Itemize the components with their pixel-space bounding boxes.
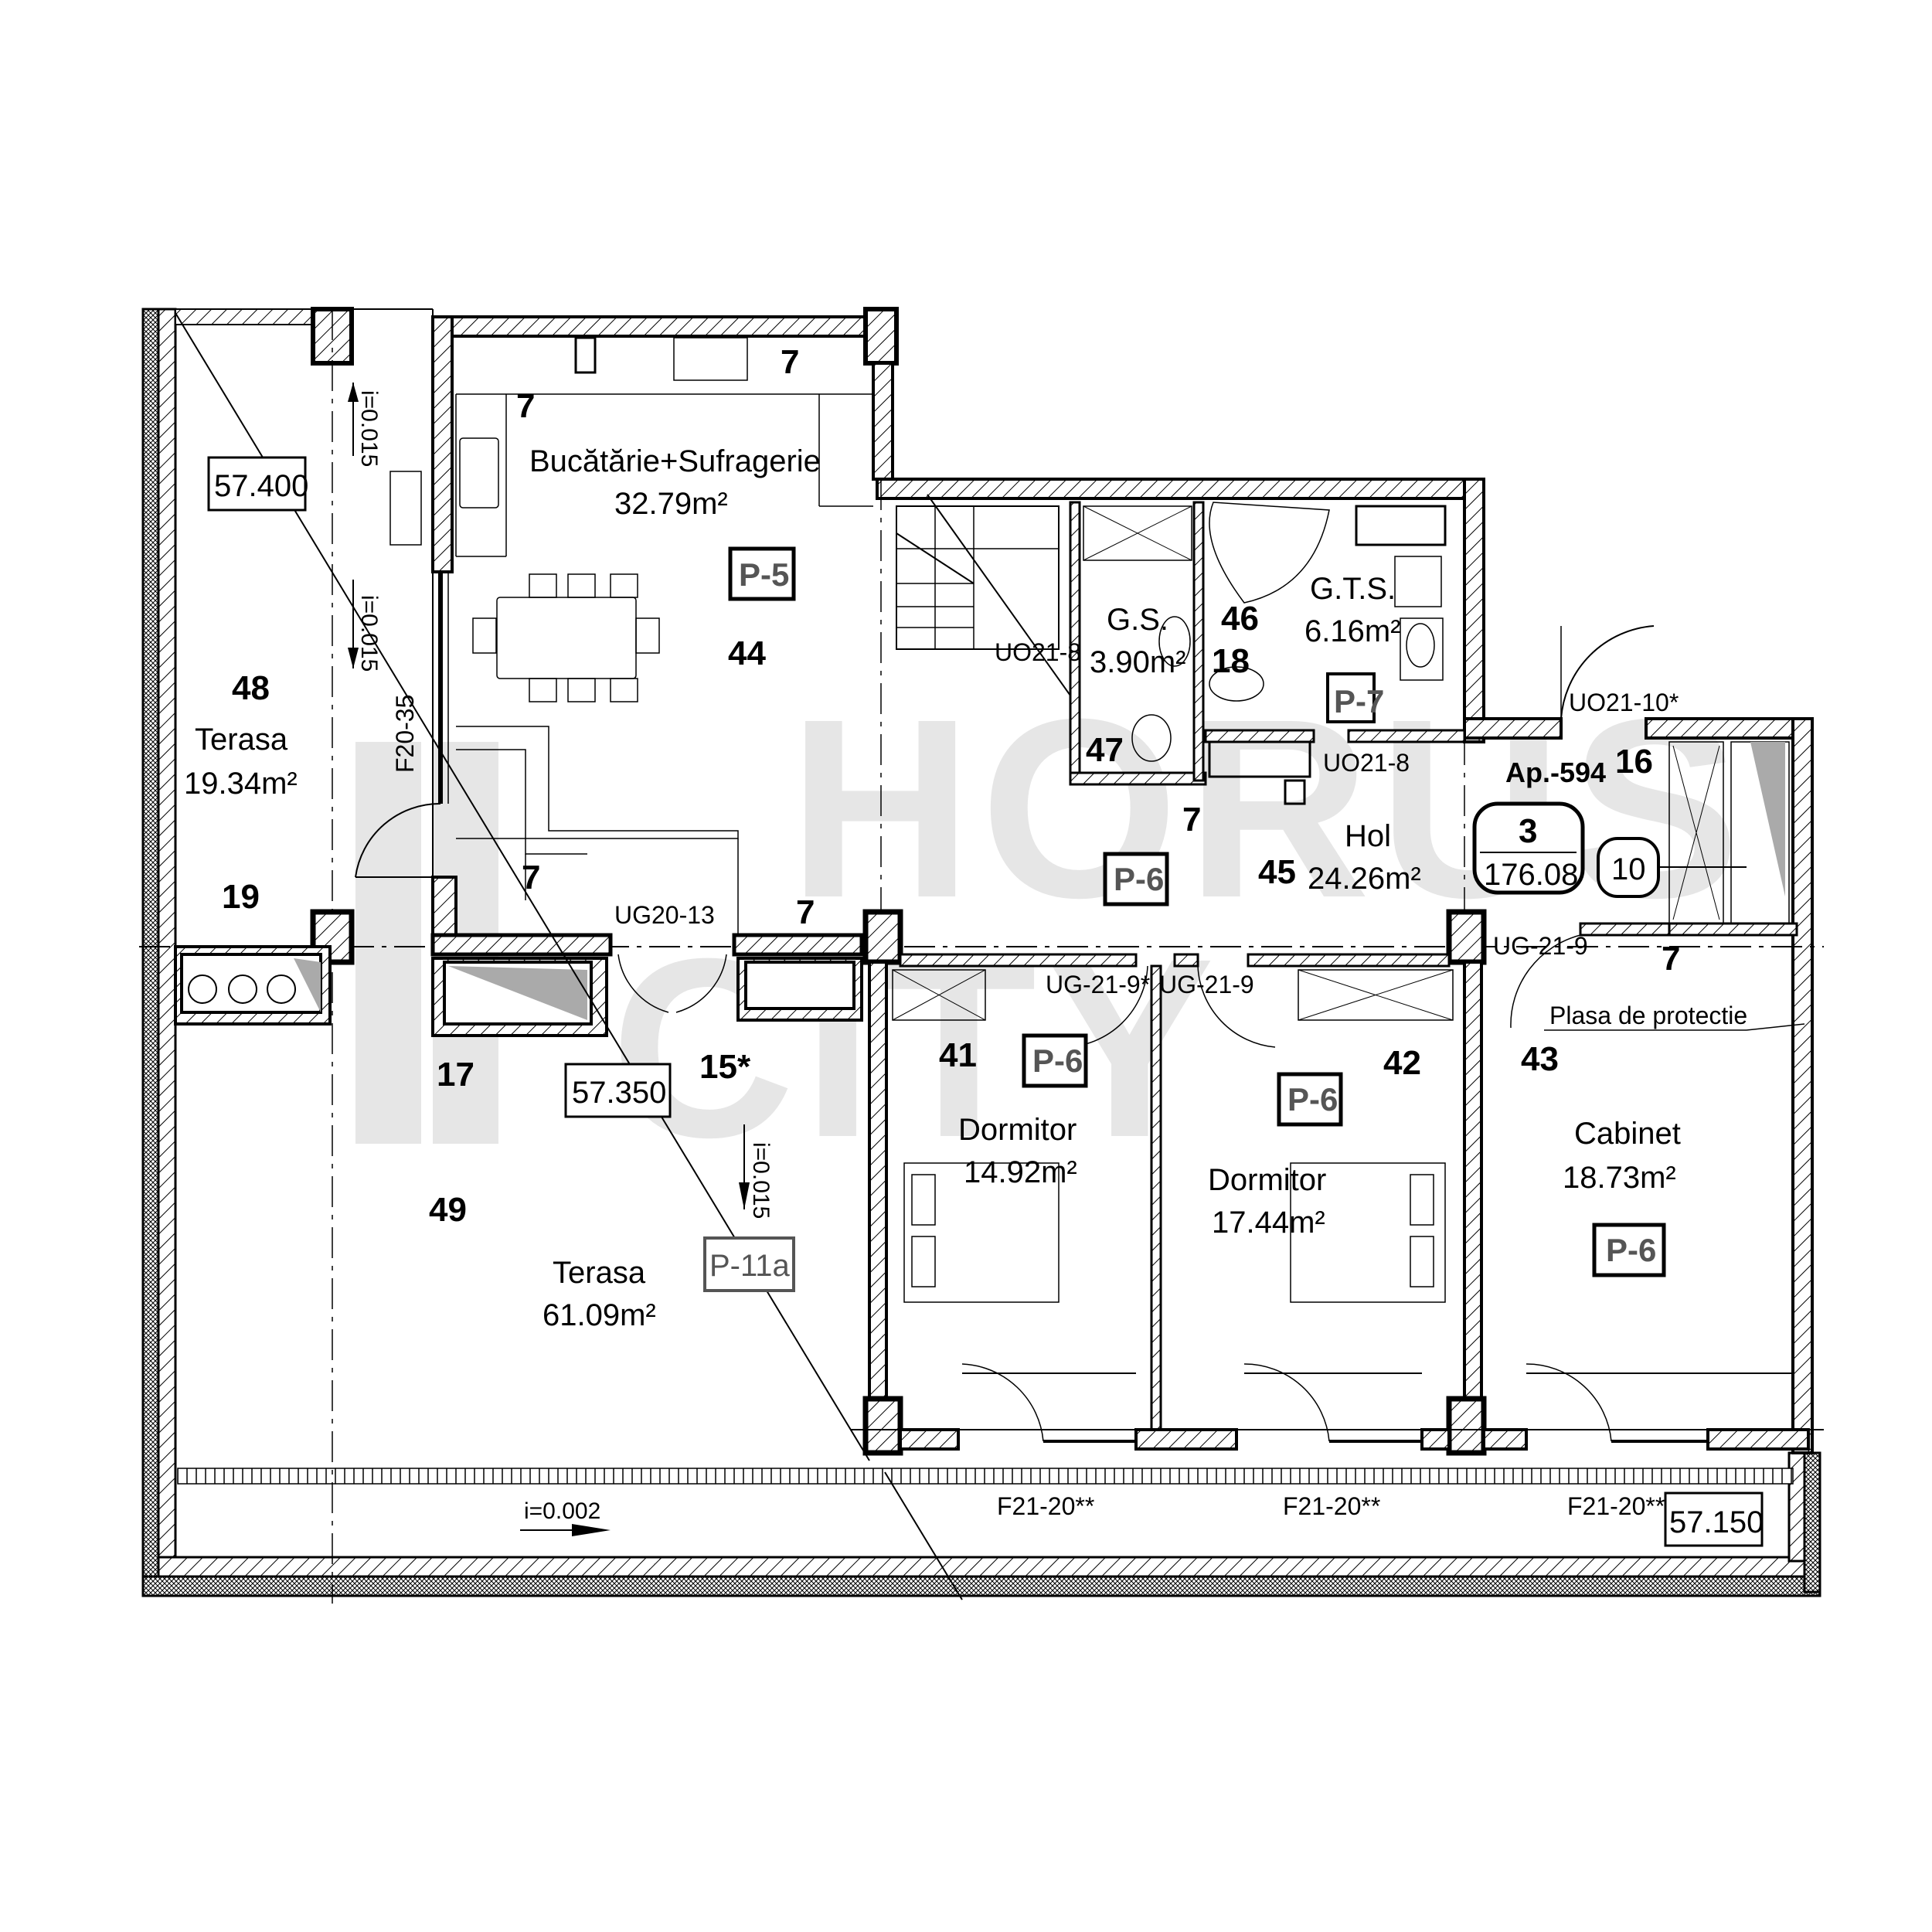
bedroom-walls [310,909,1824,1456]
door-bedroom2: UG-21-9 [1159,971,1254,998]
room-46-finish: P-7 [1334,683,1384,719]
watermark-city: CITY [611,905,1223,1190]
room-46-name: G.T.S. [1310,572,1396,606]
room-43-name: Cabinet [1574,1117,1681,1151]
room-45-id: 45 [1258,853,1296,891]
svg-text:19: 19 [222,878,260,916]
svg-text:18: 18 [1212,642,1250,680]
slope-down-mid: i=0.015 [739,1124,774,1219]
apartment-area: 176.08 [1484,858,1578,892]
window-bedroom2: F21-20** [1283,1492,1380,1520]
note-safety-net: Plasa de protectie [1549,1002,1747,1029]
slope-up-top: i=0.015 [348,383,382,467]
room-49-id: 49 [429,1191,467,1229]
svg-text:7: 7 [1182,801,1201,838]
room-49-finish: P-11a [709,1249,791,1283]
callout-10: 10 [1611,852,1646,886]
window-f20-35: F20-35 [391,695,419,773]
room-42-area: 17.44m² [1212,1206,1325,1240]
room-47-area: 3.90m² [1090,645,1186,679]
room-42-finish: P-6 [1287,1081,1338,1117]
level-57400: 57.400 [214,469,308,503]
svg-text:17: 17 [437,1056,474,1094]
door-gts: UO21-8 [1323,749,1410,777]
watermark: HORUS CITY [355,665,1748,1190]
svg-text:i=0.015: i=0.015 [356,390,382,467]
door-bedroom1: UG-21-9* [1046,971,1150,998]
room-46-area: 6.16m² [1304,614,1401,648]
svg-text:16: 16 [1615,743,1653,781]
window-cabinet: F21-20** [1567,1492,1665,1520]
room-48-name: Terasa [195,723,288,757]
room-48-area: 19.34m² [184,767,298,801]
outer-walls [141,307,1821,1597]
door-entrance: UO21-10* [1569,689,1679,716]
svg-text:7: 7 [781,343,799,381]
level-57350: 57.350 [572,1076,666,1110]
room-43-id: 43 [1521,1040,1559,1078]
room-45-finish: P-6 [1114,861,1164,897]
door-gs: UO21-8 [995,638,1081,666]
room-45-area: 24.26m² [1308,862,1421,896]
room-41-name: Dormitor [958,1113,1077,1147]
slope-bottom: i=0.002 [520,1498,611,1536]
door-ug20-13: UG20-13 [614,901,715,929]
slope-down-top: i=0.015 [348,580,382,672]
room-46-id: 46 [1221,600,1259,638]
door-cabinet: UG-21-9 [1493,932,1588,960]
svg-text:i=0.002: i=0.002 [524,1498,600,1524]
room-41-area: 14.92m² [964,1155,1077,1189]
room-44-finish: P-5 [739,556,789,593]
svg-text:i=0.015: i=0.015 [356,595,382,672]
room-44-name: Bucătărie+Sufragerie [529,444,821,478]
room-45-name: Hol [1345,819,1391,853]
apartment-code: Ap.-594 [1505,757,1606,788]
bath-block [876,478,1814,1454]
window-bedroom1: F21-20** [997,1492,1094,1520]
room-47-id: 47 [1086,731,1124,769]
room-42-name: Dormitor [1208,1163,1326,1197]
kitchen-furniture [174,336,873,1037]
room-43-finish: P-6 [1606,1232,1656,1268]
room-41-finish: P-6 [1032,1043,1083,1079]
room-47-name: G.S. [1107,603,1168,637]
apartment-rooms: 3 [1519,812,1537,850]
room-44-id: 44 [728,634,766,672]
room-49-name: Terasa [553,1256,646,1290]
room-48-id: 48 [232,669,270,707]
svg-text:7: 7 [522,859,540,896]
room-49-area: 61.09m² [543,1298,656,1332]
svg-text:7: 7 [796,893,815,931]
watermark-horus: HORUS [788,665,1748,951]
svg-text:15*: 15* [699,1048,751,1086]
room-44-area: 32.79m² [614,487,728,521]
kitchen-walls [355,307,899,937]
room-42-id: 42 [1383,1044,1421,1082]
svg-text:i=0.015: i=0.015 [748,1142,774,1219]
svg-text:7: 7 [516,387,535,425]
room-41-id: 41 [939,1036,977,1074]
svg-text:7: 7 [1662,940,1680,978]
level-57150: 57.150 [1669,1505,1764,1539]
callouts: 7 7 7 7 7 7 15* 16 17 18 19 [222,343,1680,1094]
room-43-area: 18.73m² [1563,1161,1676,1195]
